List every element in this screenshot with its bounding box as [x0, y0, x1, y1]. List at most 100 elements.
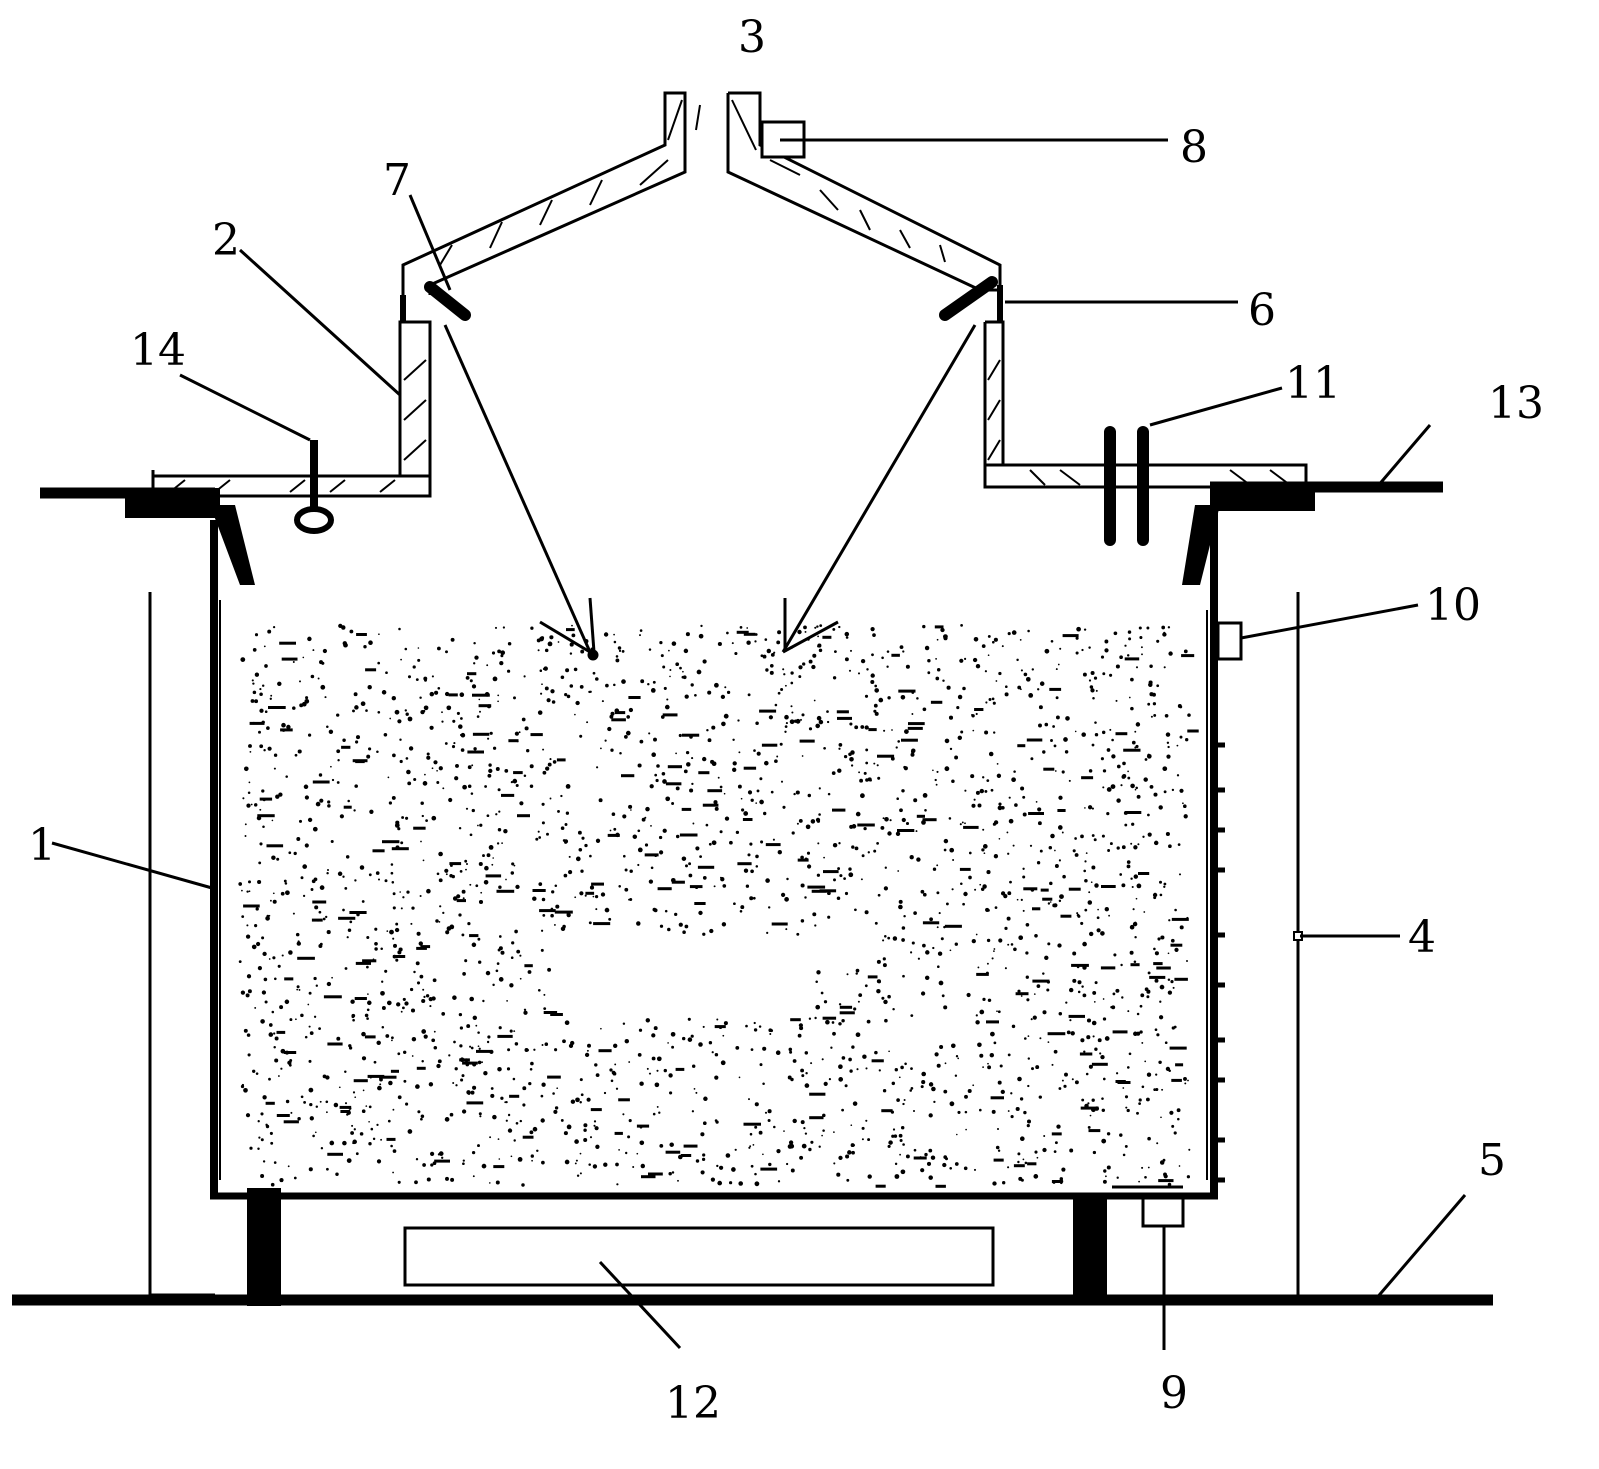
particle — [858, 771, 861, 774]
particle — [838, 743, 843, 747]
particle — [922, 943, 926, 948]
particle — [335, 1172, 339, 1176]
particle — [667, 1042, 669, 1044]
particle — [312, 826, 318, 832]
particle — [1109, 673, 1113, 677]
particle — [1158, 1060, 1162, 1065]
particle — [594, 894, 599, 899]
particle — [763, 811, 767, 816]
particle — [718, 1025, 723, 1030]
particle — [541, 1044, 544, 1046]
particle — [424, 773, 426, 776]
particle — [924, 975, 930, 981]
particle — [1036, 1156, 1039, 1159]
particle — [477, 824, 479, 827]
particle — [315, 1105, 319, 1108]
particle — [1061, 1079, 1064, 1082]
particle — [981, 848, 985, 852]
particle — [967, 1088, 972, 1094]
particle — [323, 995, 342, 999]
particle — [1115, 1072, 1119, 1075]
particle — [1036, 984, 1041, 988]
particle — [444, 742, 448, 745]
particle — [1014, 803, 1018, 807]
particle — [902, 1102, 905, 1106]
particle — [485, 874, 502, 878]
particle — [512, 778, 518, 784]
particle — [281, 722, 286, 728]
particle — [397, 950, 402, 955]
particle — [841, 1056, 846, 1060]
particle — [290, 1111, 293, 1114]
particle — [707, 690, 712, 695]
particle — [1187, 713, 1191, 717]
particle — [743, 1122, 761, 1126]
particle — [521, 717, 526, 722]
particle — [566, 913, 569, 916]
particle — [759, 709, 777, 713]
particle — [472, 693, 490, 697]
particle — [1048, 845, 1053, 850]
particle — [396, 1002, 401, 1007]
particle — [628, 804, 633, 809]
particle — [846, 1178, 850, 1182]
particle — [622, 1022, 626, 1025]
particle — [952, 859, 955, 861]
particle — [894, 1162, 898, 1166]
particle — [707, 738, 712, 743]
particle — [963, 825, 979, 829]
particle — [1146, 1072, 1152, 1077]
particle — [544, 648, 549, 653]
particle — [261, 684, 265, 687]
particle — [1124, 811, 1142, 814]
particle — [1168, 1069, 1171, 1072]
particle — [798, 665, 803, 670]
particle — [458, 826, 462, 830]
particle — [877, 754, 895, 758]
particle — [774, 759, 778, 764]
particle — [689, 885, 703, 889]
particle — [270, 1182, 275, 1187]
particle — [588, 921, 592, 925]
particle — [404, 1001, 409, 1006]
particle — [1051, 1180, 1063, 1183]
particle — [258, 1136, 261, 1139]
particle — [639, 1140, 645, 1146]
particle — [308, 991, 312, 995]
particle — [1083, 1050, 1086, 1053]
particle — [426, 752, 430, 756]
particle — [308, 1025, 311, 1028]
particle — [590, 1108, 602, 1112]
particle — [400, 658, 402, 661]
particle — [1106, 812, 1110, 816]
particle — [1004, 692, 1009, 697]
particle — [449, 1112, 454, 1117]
particle — [1030, 757, 1034, 761]
particle — [1070, 1031, 1075, 1036]
particle — [241, 915, 245, 918]
particle — [259, 842, 263, 846]
particle — [774, 703, 778, 707]
particle — [618, 1149, 620, 1151]
particle — [653, 908, 658, 913]
particle — [543, 1011, 558, 1014]
particle — [759, 1063, 763, 1067]
particle — [817, 635, 820, 638]
particle — [815, 817, 821, 823]
particle — [822, 1113, 826, 1118]
particle — [250, 803, 253, 806]
particle — [873, 849, 877, 853]
particle — [296, 837, 301, 841]
particle — [444, 691, 450, 697]
particle — [476, 1049, 493, 1053]
particle — [477, 1045, 480, 1048]
particle — [682, 930, 686, 934]
particle — [936, 926, 939, 929]
particle — [264, 664, 268, 668]
particle — [878, 697, 884, 703]
particle — [769, 1029, 774, 1033]
particle — [1053, 903, 1058, 908]
particle — [709, 928, 714, 934]
particle — [522, 1086, 527, 1091]
